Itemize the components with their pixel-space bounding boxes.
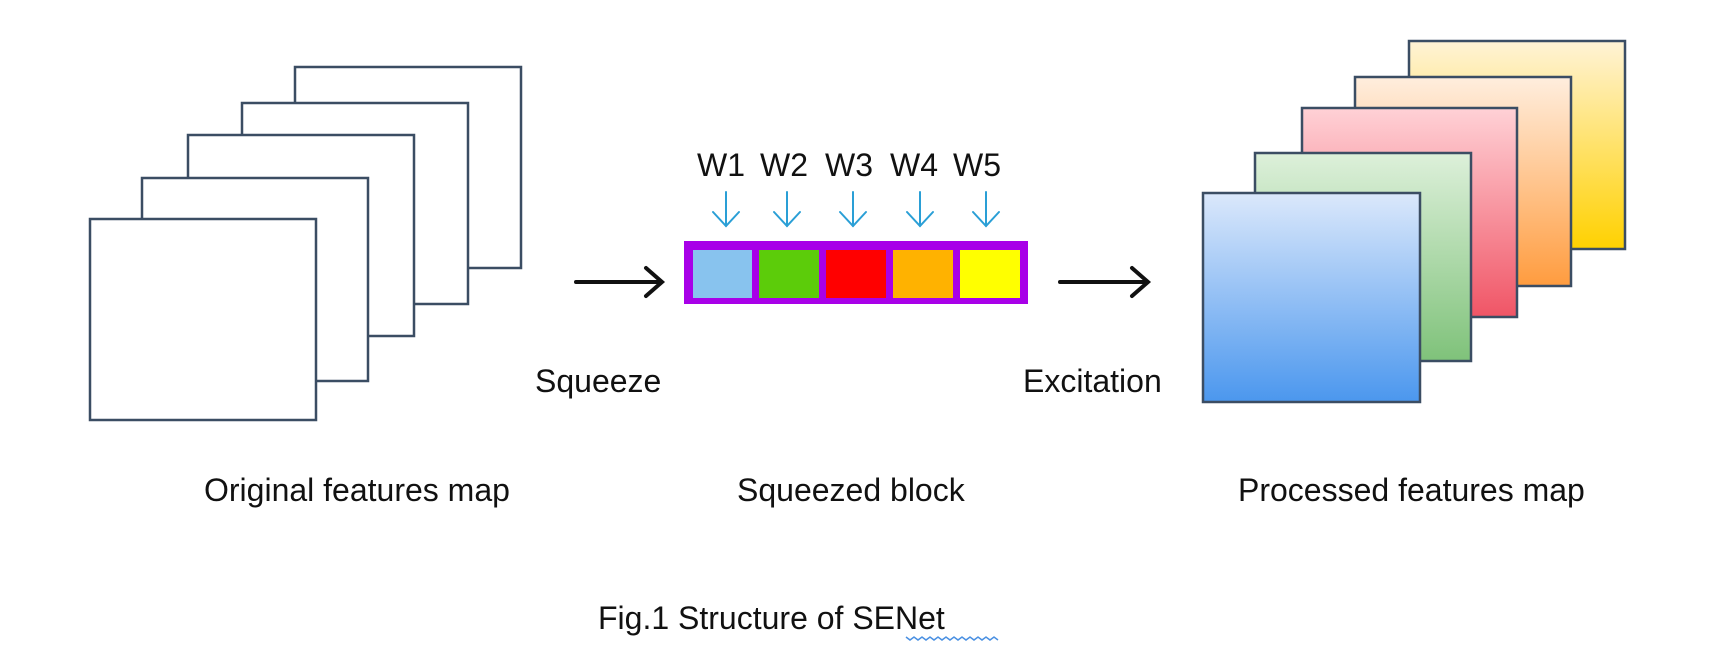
weight-arrow-1 <box>712 191 740 228</box>
weight-arrow-5 <box>972 191 1000 228</box>
squeeze-label: Squeeze <box>535 363 661 399</box>
figure-caption: Fig.1 Structure of SENet <box>598 600 945 636</box>
squeeze-arrow <box>574 266 666 298</box>
original-map-layer-1 <box>88 217 318 422</box>
processed-features-caption: Processed features map <box>1238 472 1585 508</box>
original-features-caption: Original features map <box>204 472 510 508</box>
weight-arrows <box>712 191 1000 228</box>
weight-arrow-2 <box>773 191 801 228</box>
weight-label-5: W5 <box>953 147 1001 183</box>
squeezed-cell-5 <box>960 250 1020 298</box>
figure-caption-senet: SENet <box>852 600 945 636</box>
figure-caption-prefix: Fig.1 Structure of <box>598 600 852 636</box>
squeezed-cell-4 <box>893 250 953 298</box>
weight-arrow-4 <box>906 191 934 228</box>
squeezed-block-caption: Squeezed block <box>737 472 966 508</box>
weight-label-2: W2 <box>760 147 808 183</box>
processed-features-map <box>1201 39 1627 404</box>
excitation-arrow <box>1058 266 1152 298</box>
excitation-label: Excitation <box>1023 363 1162 399</box>
weight-labels: W1 W2 W3 W4 W5 <box>697 147 1001 183</box>
squeezed-cell-2 <box>759 250 819 298</box>
original-features-map <box>88 65 523 422</box>
weight-label-1: W1 <box>697 147 745 183</box>
weight-label-4: W4 <box>890 147 938 183</box>
squeezed-cell-3 <box>826 250 886 298</box>
weight-arrow-3 <box>839 191 867 228</box>
weight-label-3: W3 <box>825 147 873 183</box>
squeezed-block <box>684 241 1028 304</box>
squeezed-cell-1 <box>693 250 752 298</box>
processed-map-layer-blue <box>1201 191 1422 404</box>
spellcheck-underline <box>905 636 999 641</box>
